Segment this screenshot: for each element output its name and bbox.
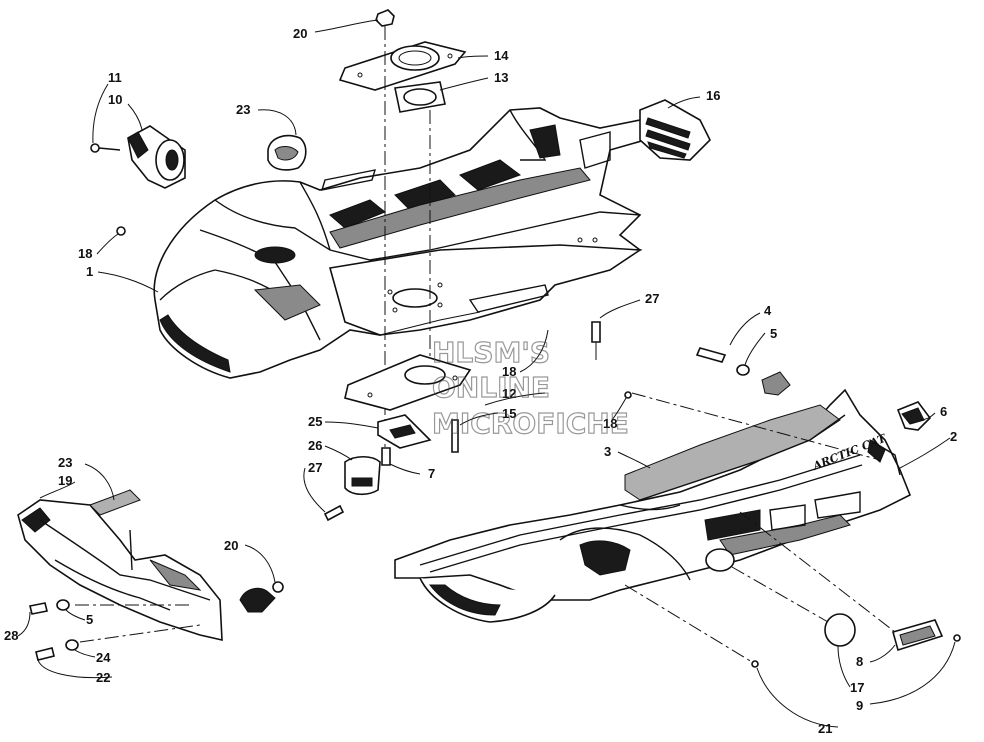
vent-16 (639, 99, 711, 161)
belly-pan-lower-left (17, 499, 223, 642)
bolt-7 (381, 447, 391, 466)
callout-24: 24 (96, 650, 111, 665)
cap-23 (267, 134, 307, 171)
callout-10: 10 (108, 92, 122, 107)
washer-5a (736, 364, 750, 376)
screw-9 (953, 634, 961, 642)
bolt-4 (695, 347, 727, 363)
callout-8: 8 (856, 654, 863, 669)
pin-15 (451, 419, 459, 453)
callout-16: 16 (706, 88, 720, 103)
hood-right: ARCTIC CAT (394, 388, 912, 623)
nut-20a (375, 9, 395, 27)
callout-3: 3 (604, 444, 611, 459)
callout-5: 5 (770, 326, 777, 341)
callout-15: 15 (502, 406, 516, 421)
callout-27-lower: 27 (308, 460, 322, 475)
callout-14: 14 (494, 48, 509, 63)
callout-21: 21 (818, 721, 832, 736)
callout-27: 27 (645, 291, 659, 306)
callout-11: 11 (108, 70, 122, 85)
bolt-28 (29, 602, 48, 615)
bracket-20b (239, 581, 284, 613)
reflector-8 (892, 619, 944, 652)
starter-assembly (90, 125, 186, 189)
callout-2: 2 (950, 429, 957, 444)
callout-26: 26 (308, 438, 322, 453)
callout-6: 6 (940, 404, 947, 419)
callout-13: 13 (494, 70, 508, 85)
callout-5-lower: 5 (86, 612, 93, 627)
bracket-25 (377, 414, 432, 449)
callout-4: 4 (764, 303, 772, 318)
callout-20: 20 (293, 26, 307, 41)
screw-18a (116, 226, 126, 236)
watermark-line-1: HLSM'S (432, 336, 550, 369)
callout-18-mid: 18 (502, 364, 516, 379)
callout-23: 23 (236, 102, 250, 117)
washer-5b (56, 599, 70, 611)
callout-1: 1 (86, 264, 93, 279)
belly-pan-front (153, 107, 646, 379)
screw-18c (624, 391, 632, 399)
rivet-27a (591, 321, 601, 360)
watermark: HLSM'S ONLINE MICROFICHE (431, 335, 629, 440)
clip-26 (344, 455, 381, 496)
plug-17 (824, 613, 856, 647)
patch-23b (89, 489, 141, 516)
callout-7: 7 (428, 466, 435, 481)
callout-20-lower: 20 (224, 538, 238, 553)
callout-28: 28 (4, 628, 18, 643)
callout-19: 19 (58, 473, 72, 488)
plate-12 (344, 354, 472, 411)
rivet-27b (323, 504, 345, 522)
knob-6 (896, 401, 932, 431)
watermark-line-2: ONLINE (432, 371, 550, 404)
washer-24 (65, 639, 79, 651)
callout-18: 18 (78, 246, 92, 261)
callout-18-right: 18 (603, 416, 617, 431)
callout-9: 9 (856, 698, 863, 713)
callout-23-lower: 23 (58, 455, 72, 470)
callout-12: 12 (502, 386, 516, 401)
watermark-line-3: MICROFICHE (432, 407, 629, 440)
bracket-4 (761, 371, 791, 396)
screw-21 (751, 660, 759, 668)
bolt-22 (35, 647, 55, 661)
callout-25: 25 (308, 414, 322, 429)
plate-13 (394, 81, 446, 113)
callout-22: 22 (96, 670, 110, 685)
plate-14 (338, 41, 467, 91)
callout-17: 17 (850, 680, 864, 695)
